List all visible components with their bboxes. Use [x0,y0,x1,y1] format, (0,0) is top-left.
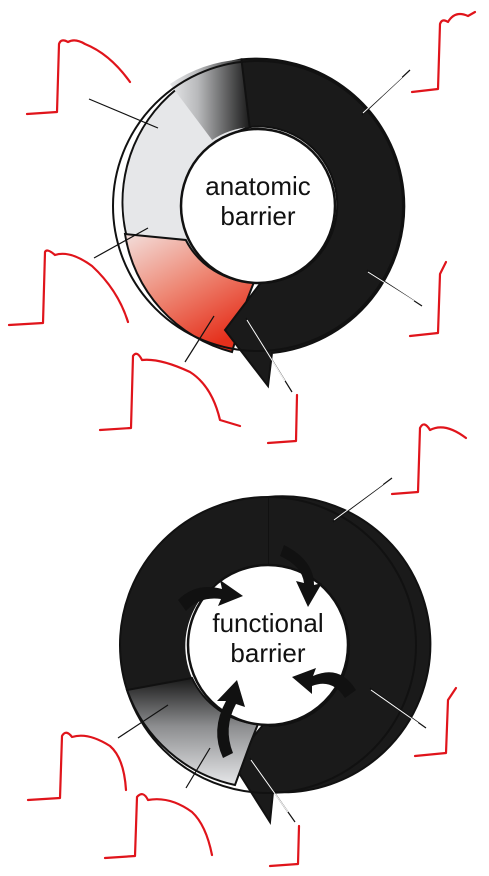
diagram-label-line-2: barrier [220,201,295,231]
ap-trace-partial [26,731,128,802]
diagram-label-line-1: functional [212,608,323,638]
ap-trace-refractory-right [413,686,458,758]
ap-trace-recovered [25,39,132,116]
diagram-label-line-1: anatomic [205,171,311,201]
centripetal-arrows [178,545,356,758]
ring-segment-excitable-gap [123,232,256,354]
anatomic-barrier-core [179,127,337,285]
ap-trace-refractory-top [390,423,468,496]
ap-trace-recovered [103,793,214,860]
ap-trace-relative-refractory [98,352,242,432]
ap-trace-partial [7,249,130,327]
ap-trace-refractory-right [408,260,448,338]
leader-lines [88,69,423,393]
ring-segment-refractory [223,57,406,389]
ap-trace-stimulus-front [268,824,301,868]
diagram-label-line-2: barrier [230,638,305,668]
ap-trace-refractory-top [410,10,477,94]
functional-barrier-diagram: functional barrier [26,423,468,868]
ap-trace-stimulus-front [266,393,299,445]
ring-segment-recovered [125,676,260,787]
ring-segment-transition [170,59,250,140]
action-potential-traces [26,423,468,868]
anatomic-barrier-diagram: anatomic barrier [7,10,477,445]
action-potential-traces [7,10,477,445]
